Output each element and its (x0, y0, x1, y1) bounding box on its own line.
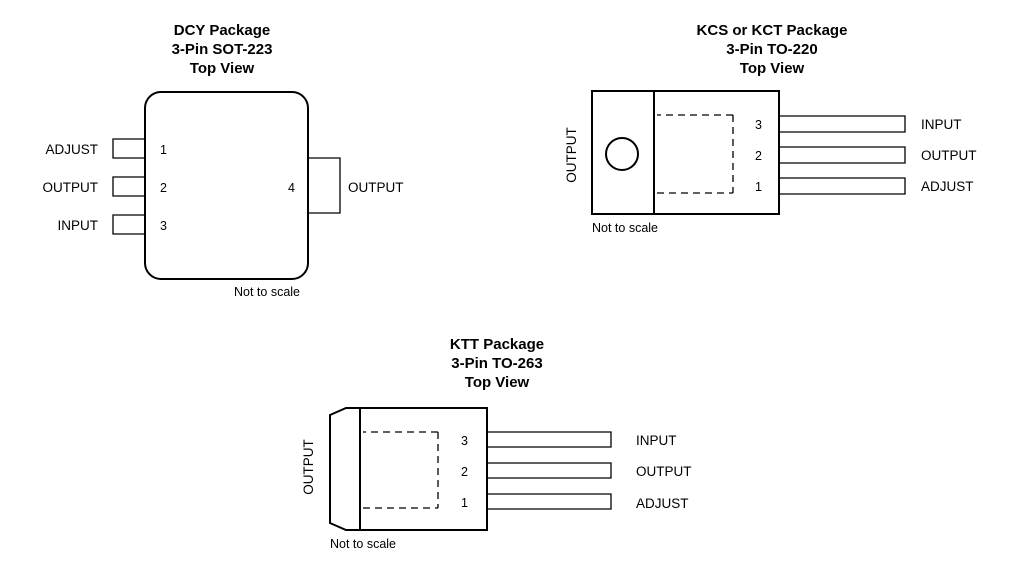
kcs-package: KCS or KCT Package 3-Pin TO-220 Top View… (564, 22, 977, 235)
kcs-pin-1-number: 1 (755, 180, 762, 194)
kcs-pin-2-lead (779, 146, 906, 164)
dcy-pin-1-number: 1 (160, 143, 167, 157)
ktt-tab-label: OUTPUT (301, 439, 316, 495)
kcs-pin-1-lead (779, 177, 906, 195)
ktt-pin-2-lead (487, 462, 612, 479)
dcy-title-line-2: 3-Pin SOT-223 (172, 41, 273, 58)
kcs-pin-2-label: OUTPUT (921, 148, 977, 163)
ktt-title-line-2: 3-Pin TO-263 (451, 355, 542, 372)
ktt-pin-3-label: INPUT (636, 433, 677, 448)
kcs-die-outline (657, 114, 734, 194)
dcy-title-line-1: DCY Package (174, 22, 270, 39)
ktt-package-body (359, 407, 488, 531)
ktt-pin-1-number: 1 (461, 496, 468, 510)
kcs-title-line-3: Top View (740, 60, 805, 77)
dcy-pin-2-label: OUTPUT (43, 180, 99, 195)
kcs-tab (591, 90, 655, 215)
kcs-title-line-2: 3-Pin TO-220 (726, 41, 817, 58)
dcy-tab-label: OUTPUT (348, 180, 404, 195)
kcs-package-body (653, 90, 780, 215)
dcy-pin-1-label: ADJUST (45, 142, 98, 157)
dcy-pin-2-number: 2 (160, 181, 167, 195)
dcy-pin-1-lead (112, 138, 145, 159)
ktt-note: Not to scale (330, 537, 396, 551)
kcs-pin-3-label: INPUT (921, 117, 962, 132)
ktt-pin-2-label: OUTPUT (636, 464, 692, 479)
kcs-note: Not to scale (592, 221, 658, 235)
kcs-tab-label: OUTPUT (564, 127, 579, 183)
kcs-mounting-hole (605, 137, 639, 171)
ktt-pin-3-number: 3 (461, 434, 468, 448)
ktt-pin-2-number: 2 (461, 465, 468, 479)
ktt-pin-1-label: ADJUST (636, 496, 689, 511)
dcy-package-body (144, 91, 309, 280)
ktt-title-line-3: Top View (465, 374, 530, 391)
ktt-pin-3-lead (487, 431, 612, 448)
kcs-title-line-1: KCS or KCT Package (697, 22, 848, 39)
dcy-title-line-3: Top View (190, 60, 255, 77)
dcy-tab-number: 4 (288, 181, 295, 195)
dcy-tab-lead (308, 157, 341, 214)
kcs-pin-2-number: 2 (755, 149, 762, 163)
dcy-pin-3-number: 3 (160, 219, 167, 233)
ktt-package: KTT Package 3-Pin TO-263 Top View OUTPUT… (301, 336, 692, 551)
kcs-pin-3-number: 3 (755, 118, 762, 132)
ktt-die-outline (363, 431, 439, 509)
dcy-note: Not to scale (234, 285, 300, 299)
kcs-pin-1-label: ADJUST (921, 179, 974, 194)
ktt-tab (329, 407, 360, 531)
dcy-pin-3-lead (112, 214, 145, 235)
dcy-pin-2-lead (112, 176, 145, 197)
dcy-pin-3-label: INPUT (58, 218, 99, 233)
ktt-title-line-1: KTT Package (450, 336, 544, 353)
ktt-pin-1-lead (487, 493, 612, 510)
kcs-pin-3-lead (779, 115, 906, 133)
dcy-package: DCY Package 3-Pin SOT-223 Top View ADJUS… (43, 22, 404, 299)
